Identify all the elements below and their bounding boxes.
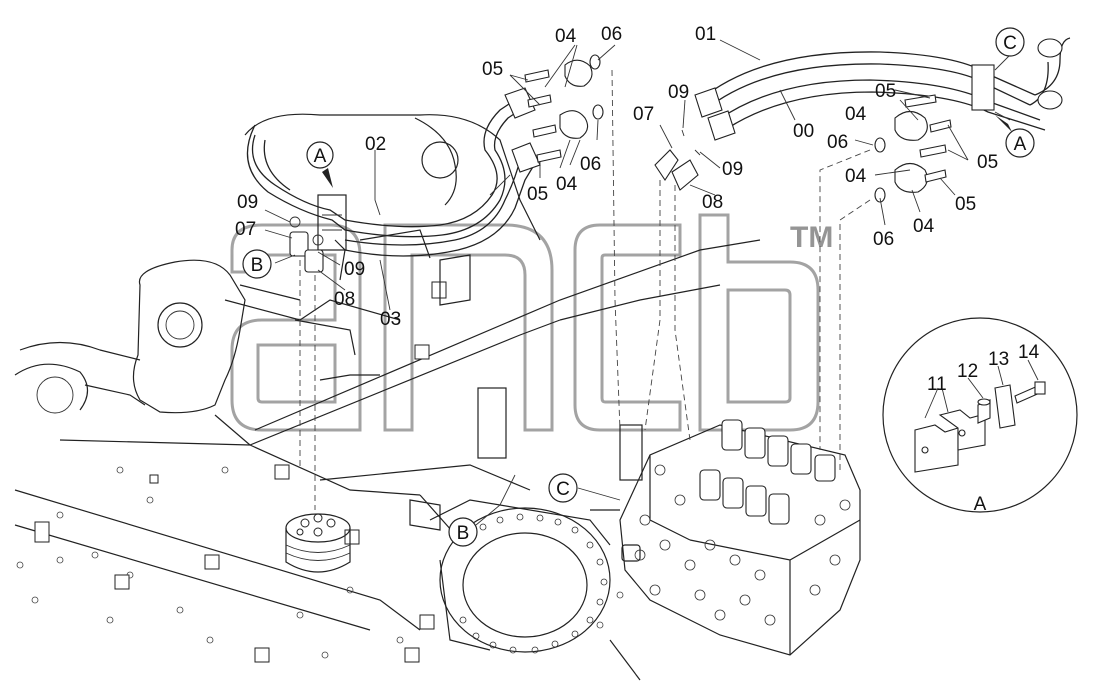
- callout-a-left-text: A: [314, 146, 327, 167]
- callout-B-center: B: [448, 517, 478, 547]
- part-label-05: 05: [977, 152, 998, 173]
- part-label-01: 01: [695, 24, 716, 45]
- part-label-07: 07: [633, 104, 654, 125]
- part-label-09: 09: [668, 82, 689, 103]
- part-label-09: 09: [722, 159, 743, 180]
- part-label-13: 13: [988, 349, 1009, 370]
- callout-c-top-text: C: [1003, 33, 1017, 54]
- part-labels: 01 00 02 03 04 04 04 04 04 05 05 05 05 0…: [235, 24, 1040, 395]
- leader-lines: [264, 39, 1011, 526]
- part-label-06: 06: [827, 132, 848, 153]
- callout-b-center-text: B: [457, 523, 470, 544]
- part-label-02: 02: [365, 134, 386, 155]
- part-label-09: 09: [237, 192, 258, 213]
- swivel-joint: [285, 513, 351, 573]
- part-label-00: 00: [793, 121, 814, 142]
- part-label-06: 06: [601, 24, 622, 45]
- callout-C-center: C: [548, 473, 578, 503]
- hose-00-01: [524, 37, 1071, 203]
- callout-a-right-text: A: [1014, 134, 1027, 155]
- callout-A-left: A: [306, 141, 334, 188]
- detail-a-label: A: [974, 494, 987, 515]
- part-label-03: 03: [380, 309, 401, 330]
- part-label-05: 05: [527, 184, 548, 205]
- part-label-05: 05: [875, 81, 896, 102]
- part-label-14: 14: [1018, 342, 1040, 363]
- part-label-04: 04: [845, 166, 867, 187]
- part-label-11: 11: [927, 374, 947, 395]
- part-label-05: 05: [955, 194, 976, 215]
- part-label-05: 05: [482, 59, 503, 80]
- callout-b-left-text: B: [251, 255, 264, 276]
- part-label-07: 07: [235, 219, 256, 240]
- callout-C-top: C: [995, 27, 1025, 57]
- part-label-04: 04: [913, 216, 935, 237]
- part-label-12: 12: [957, 361, 978, 382]
- watermark-tm: TM: [790, 221, 833, 254]
- control-valve: [619, 419, 861, 656]
- part-label-06: 06: [873, 229, 894, 250]
- callout-c-center-text: C: [556, 479, 570, 500]
- part-label-04: 04: [555, 26, 577, 47]
- part-label-04: 04: [845, 104, 867, 125]
- detail-a-view: [882, 317, 1078, 513]
- hose-02-03: [246, 87, 541, 273]
- callout-B-left: B: [242, 249, 272, 279]
- part-label-04: 04: [556, 174, 578, 195]
- upper-frame: [14, 113, 761, 681]
- callout-A-right: A: [995, 115, 1035, 158]
- watermark: TM: [230, 213, 833, 432]
- part-label-08: 08: [334, 289, 355, 310]
- part-label-06: 06: [580, 154, 601, 175]
- part-label-09: 09: [344, 259, 365, 280]
- part-label-08: 08: [702, 192, 723, 213]
